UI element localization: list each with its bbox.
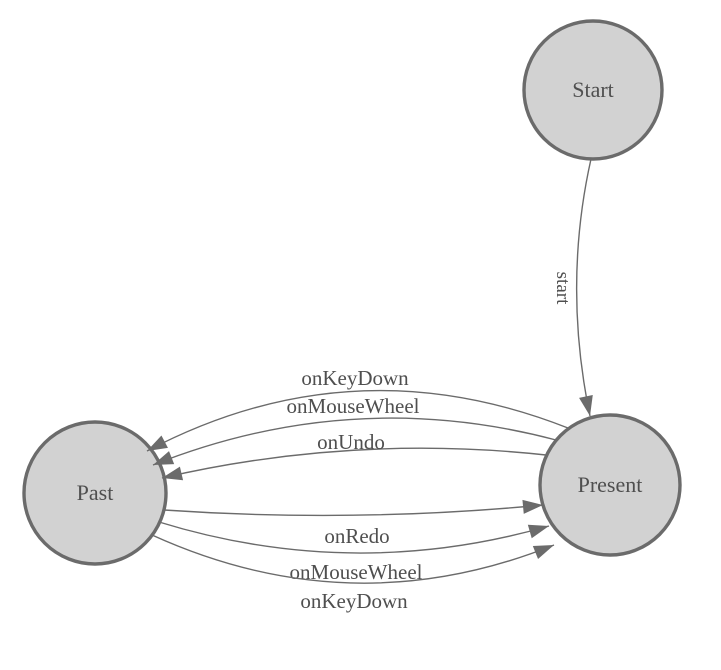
edge-past-to-present-onkeydown-path[interactable] [151,534,555,584]
edge-present-to-past-onkeydown-path[interactable] [146,389,569,452]
edge-present-to-past-onkeydown[interactable]: onKeyDown [146,366,569,452]
edge-label-start: start [552,272,573,305]
node-past-label: Past [77,480,114,505]
edge-label-onkeydown-top: onKeyDown [301,366,409,390]
node-present[interactable]: Present [538,413,682,557]
edge-label-onmousewheel-top: onMouseWheel [287,394,420,418]
node-start-label: Start [572,77,614,102]
node-past[interactable]: Past [22,420,168,566]
edge-past-to-present-onredo[interactable]: onRedo [163,499,544,548]
edge-present-to-past-onmousewheel[interactable]: onMouseWheel [152,394,557,466]
edge-label-onredo: onRedo [324,524,389,548]
edge-start-to-present[interactable]: start [552,158,593,417]
edge-label-onkeydown-bottom: onKeyDown [300,589,408,613]
node-present-label: Present [578,472,643,497]
edge-past-to-present-onkeydown[interactable]: onKeyDown [151,534,555,613]
edge-past-to-present-onmousewheel-path[interactable] [158,521,550,554]
node-start[interactable]: Start [522,19,664,161]
edge-present-to-past-onmousewheel-path[interactable] [152,417,557,466]
edge-start-to-present-path[interactable] [575,158,593,417]
edge-present-to-past-onundo[interactable]: onUndo [161,430,547,481]
edge-present-to-past-onundo-path[interactable] [161,447,547,481]
node-start-circle[interactable] [522,19,664,161]
edge-label-onundo: onUndo [317,430,385,454]
edge-past-to-present-onredo-path[interactable] [163,499,544,517]
node-past-circle[interactable] [22,420,168,566]
node-present-circle[interactable] [538,413,682,557]
